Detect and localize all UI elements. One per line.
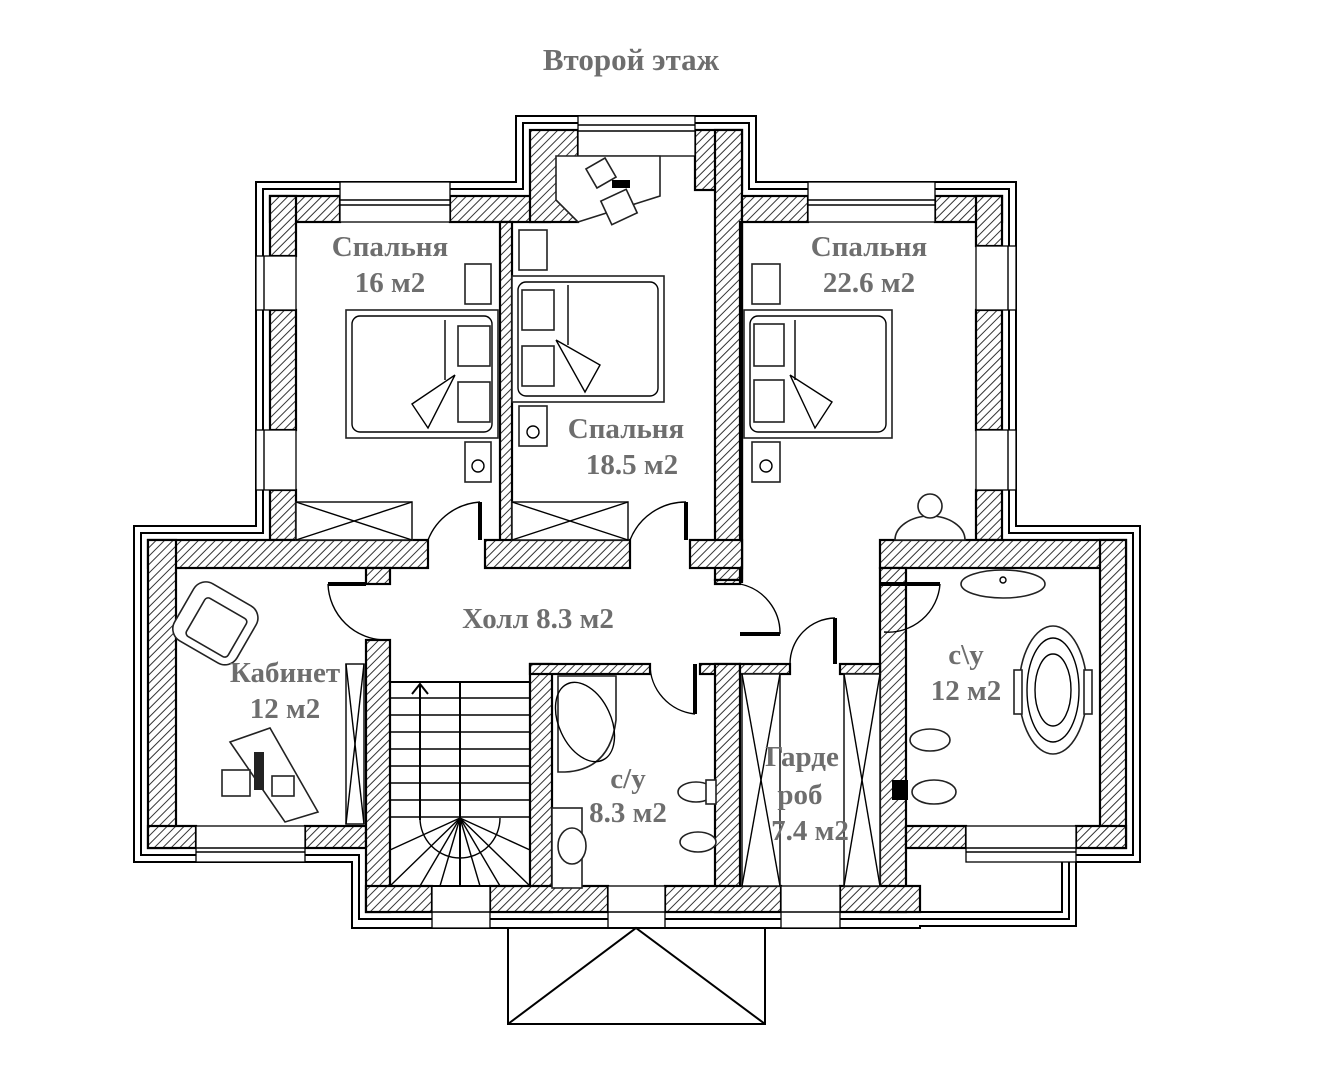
label-bathroom-small-name: с/у <box>610 763 646 795</box>
study-desk <box>221 727 320 823</box>
door-bedroom-18[interactable] <box>629 501 688 541</box>
wardrobe-closet-right <box>843 673 881 887</box>
doors <box>327 501 941 715</box>
nightstand <box>464 441 492 483</box>
nightstand <box>751 441 781 483</box>
bidet-large <box>909 728 951 752</box>
nightstand <box>518 229 548 271</box>
furniture <box>172 155 1093 889</box>
winder-tread <box>459 817 531 851</box>
label-bedroom-16-area: 16 м2 <box>355 267 426 299</box>
closet <box>295 501 413 541</box>
label-bedroom-18-name: Спальня <box>568 413 684 445</box>
staircase <box>389 681 531 887</box>
label-wardrobe-area: 7.4 м2 <box>771 815 849 847</box>
door-study[interactable] <box>327 582 387 641</box>
closet <box>511 501 629 541</box>
windows <box>195 115 1077 929</box>
closet <box>345 663 365 825</box>
double-sink <box>960 569 1046 599</box>
winder-tread <box>459 817 481 887</box>
bed-bedroom-22 <box>743 309 893 439</box>
label-bathroom-large-name: с\у <box>948 639 984 671</box>
label-bedroom-16-name: Спальня <box>332 231 448 263</box>
nightstand <box>751 263 781 305</box>
label-wardrobe-name: Гарде <box>765 741 839 773</box>
label-hall: Холл 8.3 м2 <box>462 603 614 635</box>
door-wardrobe[interactable] <box>789 617 837 665</box>
bed-bedroom-16 <box>345 309 499 439</box>
label-study-name: Кабинет <box>230 657 340 689</box>
oval-bathtub <box>1013 625 1093 755</box>
door-bedroom-16[interactable] <box>427 501 482 541</box>
winder-tread <box>389 817 461 887</box>
winder-tread <box>389 817 461 851</box>
corner-bathtub <box>554 675 617 773</box>
label-wardrobe-name2: роб <box>777 779 822 811</box>
door-bathroom-large[interactable] <box>880 582 941 633</box>
label-bathroom-large-area: 12 м2 <box>931 675 1002 707</box>
bidet-small <box>679 831 717 853</box>
vanity <box>894 515 966 541</box>
desk-top <box>555 155 661 226</box>
label-bedroom-22-area: 22.6 м2 <box>823 267 915 299</box>
wardrobe-closet-left <box>741 673 781 887</box>
winder-tread <box>459 817 531 887</box>
nightstand <box>464 263 492 305</box>
label-bedroom-18-area: 18.5 м2 <box>586 449 678 481</box>
door-bedroom-22[interactable] <box>739 583 781 636</box>
label-study-area: 12 м2 <box>250 693 321 725</box>
floor-title: Второй этаж <box>542 42 720 77</box>
bed-bedroom-18 <box>511 275 665 403</box>
armchair <box>172 581 259 666</box>
sink-small <box>551 807 587 889</box>
room-labels: Спальня 16 м2 Спальня 18.5 м2 Спальня 22… <box>230 231 1001 847</box>
toilet-large <box>892 779 957 805</box>
label-bathroom-small-area: 8.3 м2 <box>589 797 667 829</box>
door-bathroom-small[interactable] <box>649 663 697 715</box>
toilet-small <box>677 779 717 805</box>
label-bedroom-22-name: Спальня <box>811 231 927 263</box>
balcony <box>507 926 766 1025</box>
winder-tread <box>439 817 461 887</box>
